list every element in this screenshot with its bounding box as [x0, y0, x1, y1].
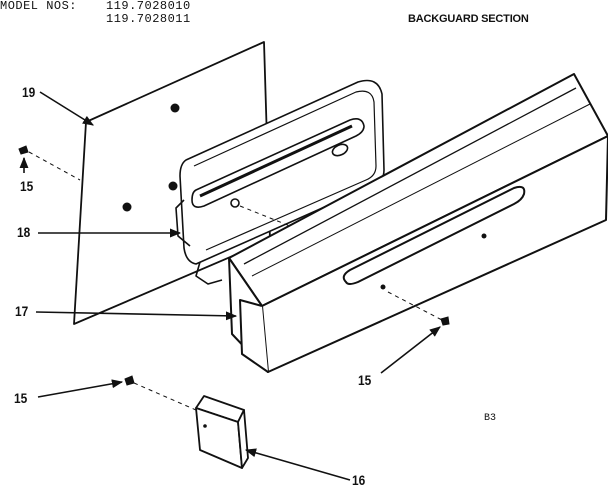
- callout-16-bracket: 16: [352, 472, 366, 488]
- callout-18-harness: 18: [17, 224, 31, 240]
- part-16-bracket: [195, 395, 249, 469]
- part-18-harness-panel: [175, 79, 385, 285]
- callout-15-screw-bottom: 15: [14, 390, 28, 406]
- screw-icon: [124, 375, 135, 386]
- part-17-backguard: [228, 73, 608, 373]
- callout-19-back-plate: 19: [22, 84, 36, 100]
- section-title: BACKGUARD SECTION: [408, 13, 529, 25]
- page-code: B3: [484, 413, 497, 424]
- screw-icon: [18, 145, 29, 155]
- callout-15-screw-right: 15: [358, 372, 372, 388]
- model-number-1: 119.7028010: [106, 0, 191, 13]
- assembly-dash-lines: [28, 151, 443, 411]
- screw-icon: [440, 316, 450, 326]
- model-numbers-label: MODEL NOS:: [0, 0, 78, 13]
- callout-15-screw-left: 15: [20, 178, 34, 194]
- callout-17-backguard: 17: [15, 303, 29, 319]
- leader-arrows: [19, 91, 441, 481]
- model-number-2: 119.7028011: [106, 12, 191, 26]
